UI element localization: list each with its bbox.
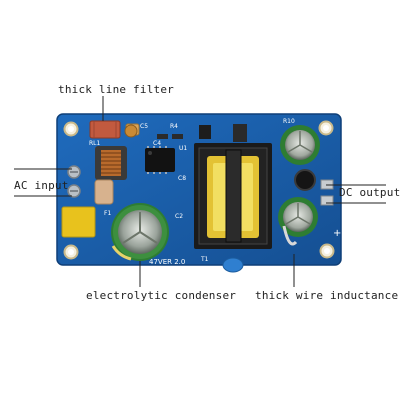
controller-ic: [145, 146, 175, 174]
label-thick-line-filter: thick line filter: [58, 83, 174, 96]
electrolytic-capacitor-top: [280, 125, 320, 165]
label-thick-wire-inductance: thick wire inductance: [255, 289, 399, 302]
svg-text:R4: R4: [170, 123, 178, 130]
svg-text:C8: C8: [178, 175, 186, 182]
svg-text:+: +: [333, 228, 341, 239]
svg-text:RL1: RL1: [89, 140, 101, 147]
svg-text:R5: R5: [283, 267, 291, 274]
svg-text:C4: C4: [153, 140, 161, 147]
transformer: [194, 143, 272, 249]
svg-text:R6: R6: [262, 267, 270, 274]
callout-lines: [14, 96, 386, 287]
svg-text:R10: R10: [283, 118, 295, 125]
mounting-holes: [63, 120, 335, 260]
ac-input-pads: [67, 165, 81, 198]
wire-inductor: [282, 225, 298, 246]
output-inductor: [294, 169, 316, 191]
label-dc-output: DC output: [339, 186, 400, 199]
filter-capacitor: [89, 120, 121, 139]
electrolytic-capacitor-large: [111, 203, 169, 261]
y-capacitor: [222, 257, 244, 273]
resistor: [94, 179, 114, 205]
board-version-text: 47VER 2.0: [149, 258, 185, 266]
common-mode-choke: [95, 146, 127, 180]
label-ac-input: AC input: [14, 179, 69, 192]
svg-text:T1: T1: [200, 256, 209, 263]
svg-text:C2: C2: [175, 213, 183, 220]
label-electrolytic-condenser: electrolytic condenser: [86, 289, 237, 302]
electrolytic-capacitor-bottom: [278, 197, 318, 237]
svg-text:U1: U1: [179, 145, 187, 152]
x2-capacitor: [61, 206, 96, 238]
svg-text:C5: C5: [140, 123, 148, 130]
svg-text:F1: F1: [104, 210, 111, 217]
